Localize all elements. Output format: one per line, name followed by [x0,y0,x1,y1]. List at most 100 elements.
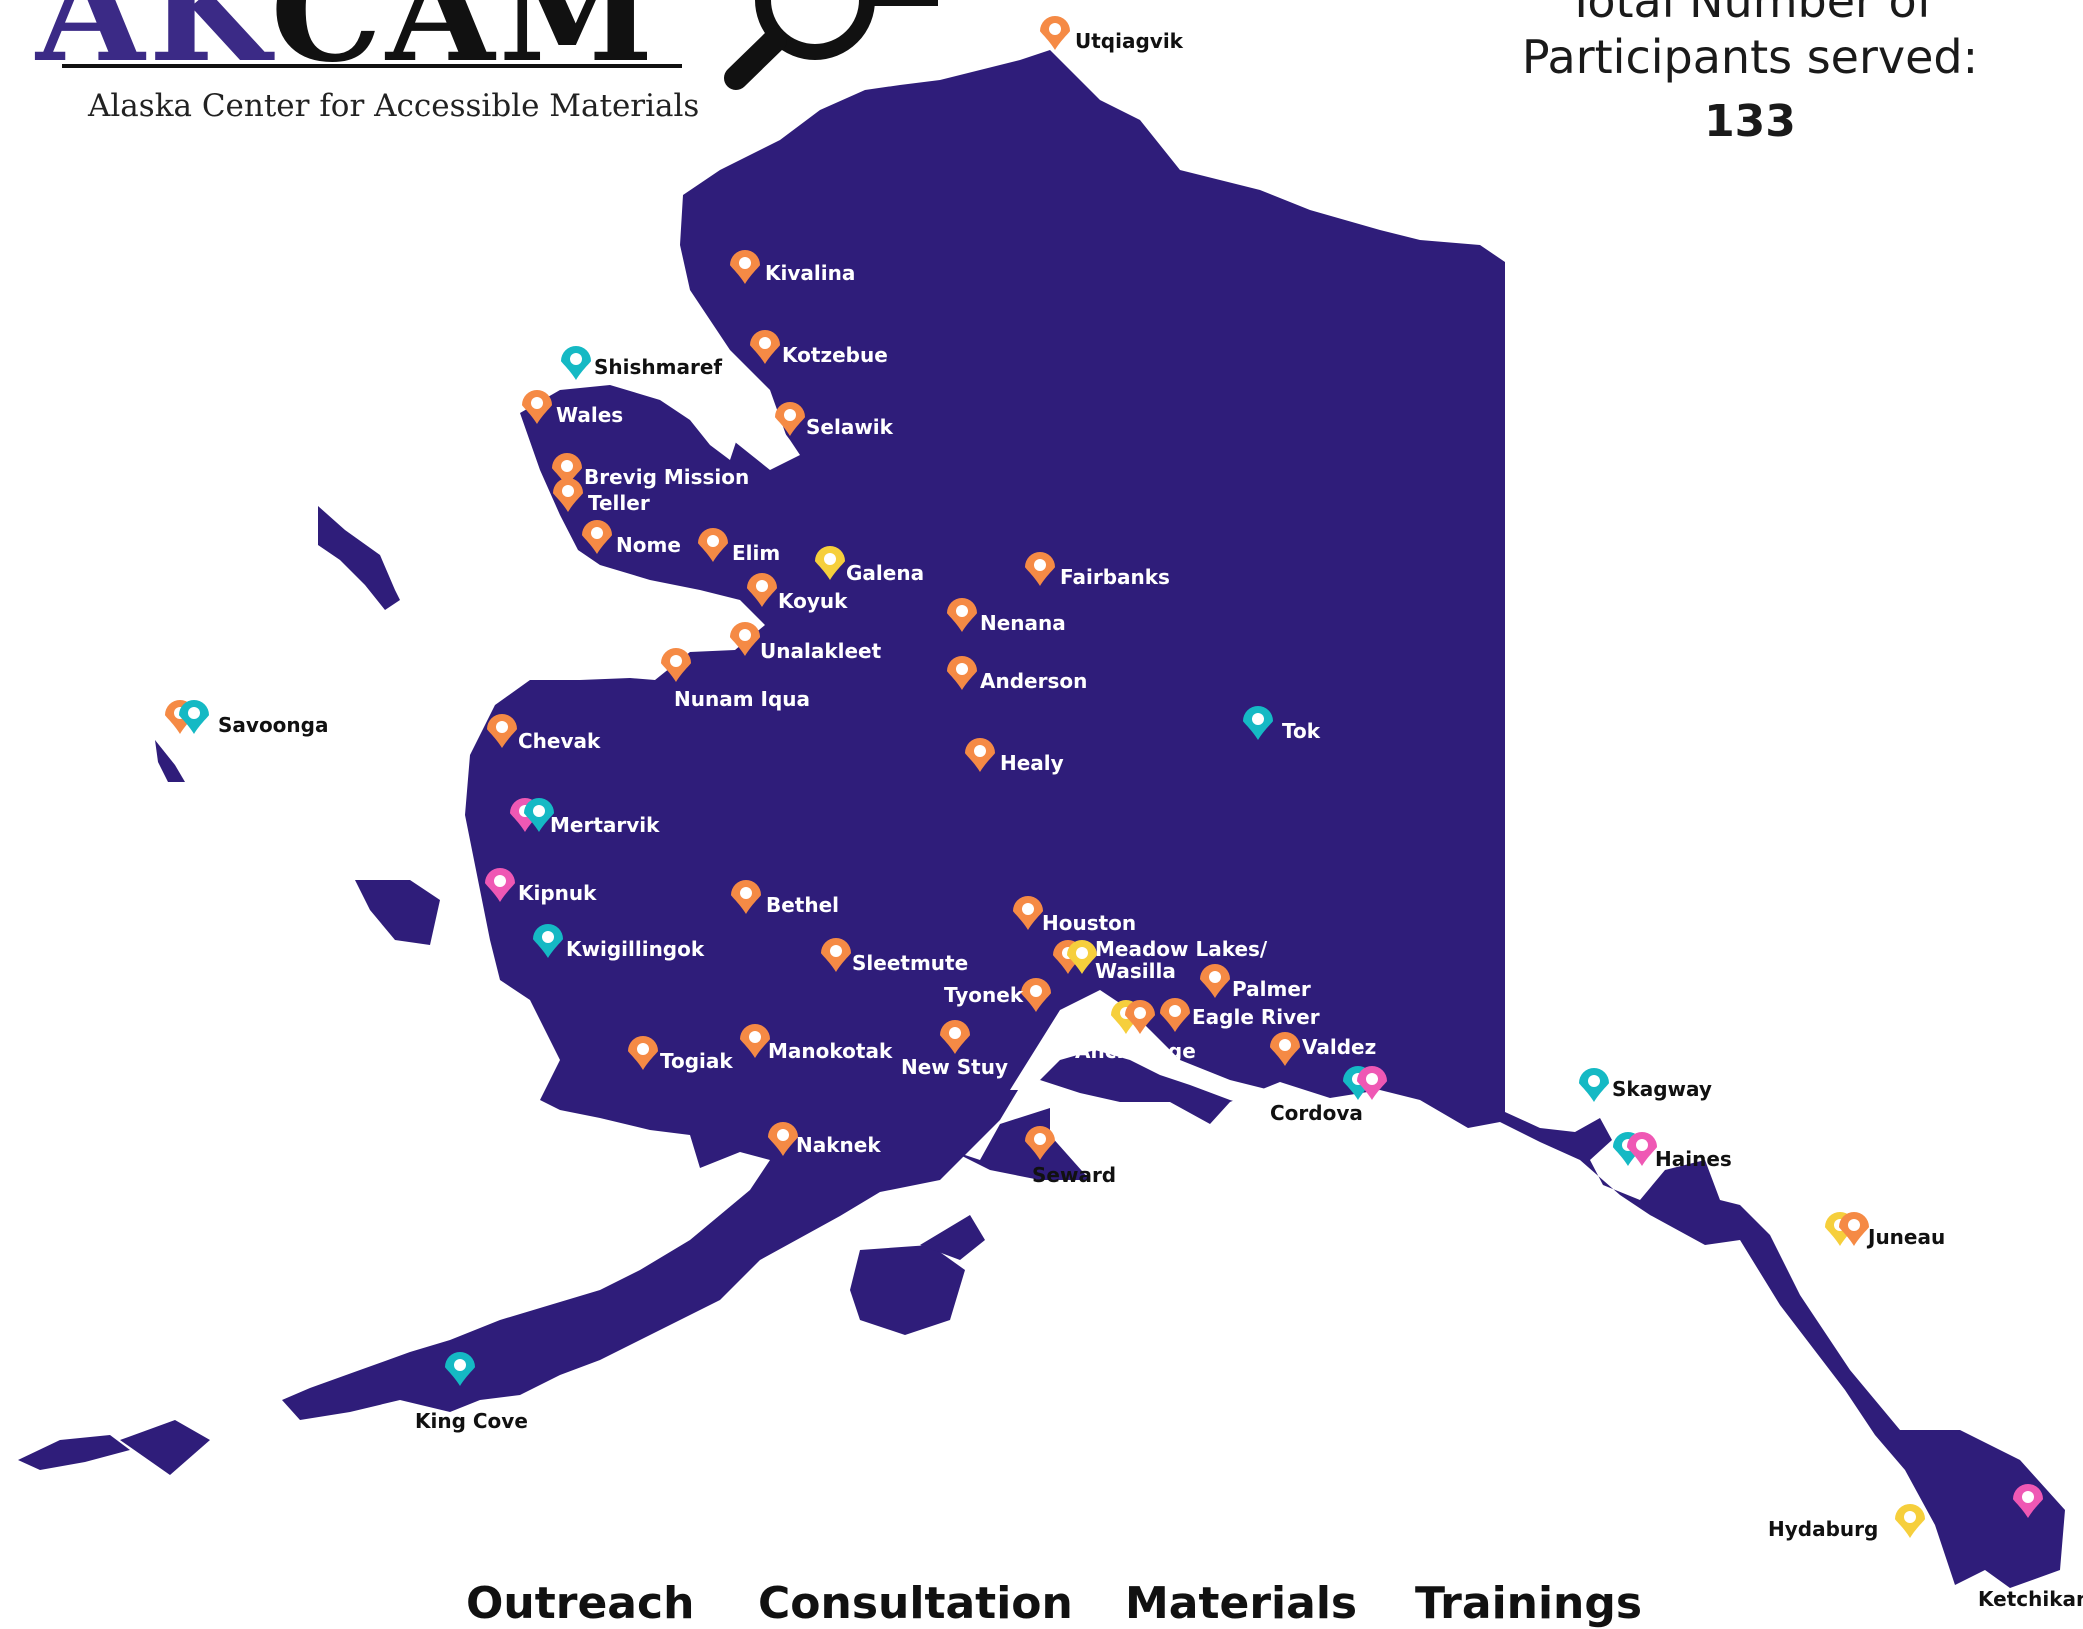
outreach-pin-hole [1049,23,1061,35]
outreach-pin-hole [956,663,968,675]
consultation-pin-hole [1588,1075,1600,1087]
location-manokotak[interactable]: Manokotak [740,1024,893,1063]
location-healy[interactable]: Healy [965,738,1064,775]
location-label: Hydaburg [1768,1517,1878,1541]
location-new-stuy[interactable]: New Stuy [901,1020,1008,1079]
location-label: Nunam Iqua [674,687,810,711]
legend-outreach: Outreach [466,1578,695,1629]
logo-wordmark-cam: CAM [270,0,658,94]
consultation-pin-hole [542,931,554,943]
location-elim[interactable]: Elim [698,528,780,565]
location-skagway[interactable]: Skagway [1579,1068,1712,1102]
outreach-pin-hole [1209,971,1221,983]
island-aleutian-2 [120,1420,210,1475]
location-label: Shishmaref [594,355,722,379]
location-sleetmute[interactable]: Sleetmute [821,938,968,975]
location-label: Houston [1042,911,1136,935]
location-bethel[interactable]: Bethel [731,880,839,917]
pins-layer: UtqiagvikKivalinaKotzebueShishmarefWales… [165,16,2083,1611]
location-savoonga[interactable]: Savoonga [165,700,328,737]
location-seward[interactable]: Seward [1025,1126,1116,1187]
consultation-pin-hole [1252,713,1264,725]
location-nunam-iqua[interactable]: Nunam Iqua [661,648,810,711]
outreach-pin-hole [707,535,719,547]
logo-wordmark: AKCAM [36,0,658,94]
location-tyonek[interactable]: Tyonek [944,978,1051,1012]
location-label: Skagway [1612,1077,1712,1101]
outreach-pin-hole [1279,1039,1291,1051]
location-label: Chevak [518,729,601,753]
location-label: Togiak [660,1049,733,1073]
location-label: Savoonga [218,713,328,737]
location-palmer[interactable]: Palmer [1200,964,1311,1001]
location-king-cove[interactable]: King Cove [415,1352,528,1433]
magnifier-icon [724,0,938,90]
outreach-pin-hole [784,409,796,421]
location-label: Unalakleet [760,639,882,663]
consultation-pin-hole [188,707,200,719]
consultation-pin-hole [533,805,545,817]
location-label: Wales [556,403,623,427]
location-kwigillingok[interactable]: Kwigillingok [533,924,705,961]
location-label: Galena [846,561,924,585]
location-ketchikan[interactable]: Ketchikan [1978,1484,2083,1611]
location-meadow-lakes-wasilla[interactable]: Meadow Lakes/Wasilla [1053,937,1268,983]
location-chevak[interactable]: Chevak [487,714,601,753]
location-label: Tok [1282,719,1321,743]
location-label: Tyonek [944,983,1024,1007]
location-naknek[interactable]: Naknek [768,1122,881,1157]
location-galena[interactable]: Galena [815,546,924,585]
location-label: Ketchikan [1978,1587,2083,1611]
legend-materials: Materials [1125,1578,1358,1629]
location-houston[interactable]: Houston [1013,896,1136,935]
location-teller[interactable]: Teller [553,478,650,515]
location-kotzebue[interactable]: Kotzebue [750,330,888,367]
cook-inlet [1010,990,1300,1115]
location-label: Eagle River [1192,1005,1320,1029]
outreach-pin-hole [496,721,508,733]
materials-pin-hole [1076,947,1088,959]
location-label: Kwigillingok [566,937,705,961]
location-kivalina[interactable]: Kivalina [730,250,855,285]
location-tok[interactable]: Tok [1243,706,1321,743]
location-valdez[interactable]: Valdez [1270,1032,1376,1066]
location-utqiagvik[interactable]: Utqiagvik [1040,16,1184,53]
location-juneau[interactable]: Juneau [1825,1212,1945,1249]
outreach-pin-hole [777,1129,789,1141]
location-togiak[interactable]: Togiak [628,1036,733,1073]
location-label: Nome [616,533,681,557]
logo-subtitle: Alaska Center for Accessible Materials [88,88,700,124]
location-wales[interactable]: Wales [522,390,623,427]
location-shishmaref[interactable]: Shishmaref [561,346,722,380]
location-haines[interactable]: Haines [1613,1132,1732,1171]
location-mertarvik[interactable]: Mertarvik [510,798,660,837]
location-unalakleet[interactable]: Unalakleet [730,622,882,663]
logo-rule [62,64,682,68]
location-brevig-mission[interactable]: Brevig Mission [552,453,749,489]
location-label: King Cove [415,1409,528,1433]
location-label: Kotzebue [782,343,888,367]
location-kipnuk[interactable]: Kipnuk [485,868,597,905]
outreach-pin-hole [1022,903,1034,915]
legend-consultation: Consultation [758,1578,1073,1629]
location-label: Wasilla [1095,959,1176,983]
island-kodiak [850,1245,965,1335]
location-eagle-river[interactable]: Eagle River [1160,998,1320,1032]
location-nome[interactable]: Nome [582,520,681,557]
location-koyuk[interactable]: Koyuk [747,573,848,613]
location-label: Koyuk [778,589,848,613]
location-selawik[interactable]: Selawik [775,402,894,439]
location-label: Brevig Mission [584,465,749,489]
location-hydaburg[interactable]: Hydaburg [1768,1504,1925,1541]
location-fairbanks[interactable]: Fairbanks [1025,552,1170,589]
location-anchorage[interactable]: Anchorage [1075,1000,1196,1063]
materials-pin-hole [824,553,836,565]
location-cordova[interactable]: Cordova [1270,1066,1387,1125]
location-label: Anchorage [1075,1039,1196,1063]
island-aleutian-1 [18,1435,130,1470]
kotzebue-sound [690,360,800,470]
location-label: Mertarvik [550,813,660,837]
outreach-pin-hole [562,485,574,497]
location-nenana[interactable]: Nenana [947,598,1066,635]
location-anderson[interactable]: Anderson [947,656,1087,693]
